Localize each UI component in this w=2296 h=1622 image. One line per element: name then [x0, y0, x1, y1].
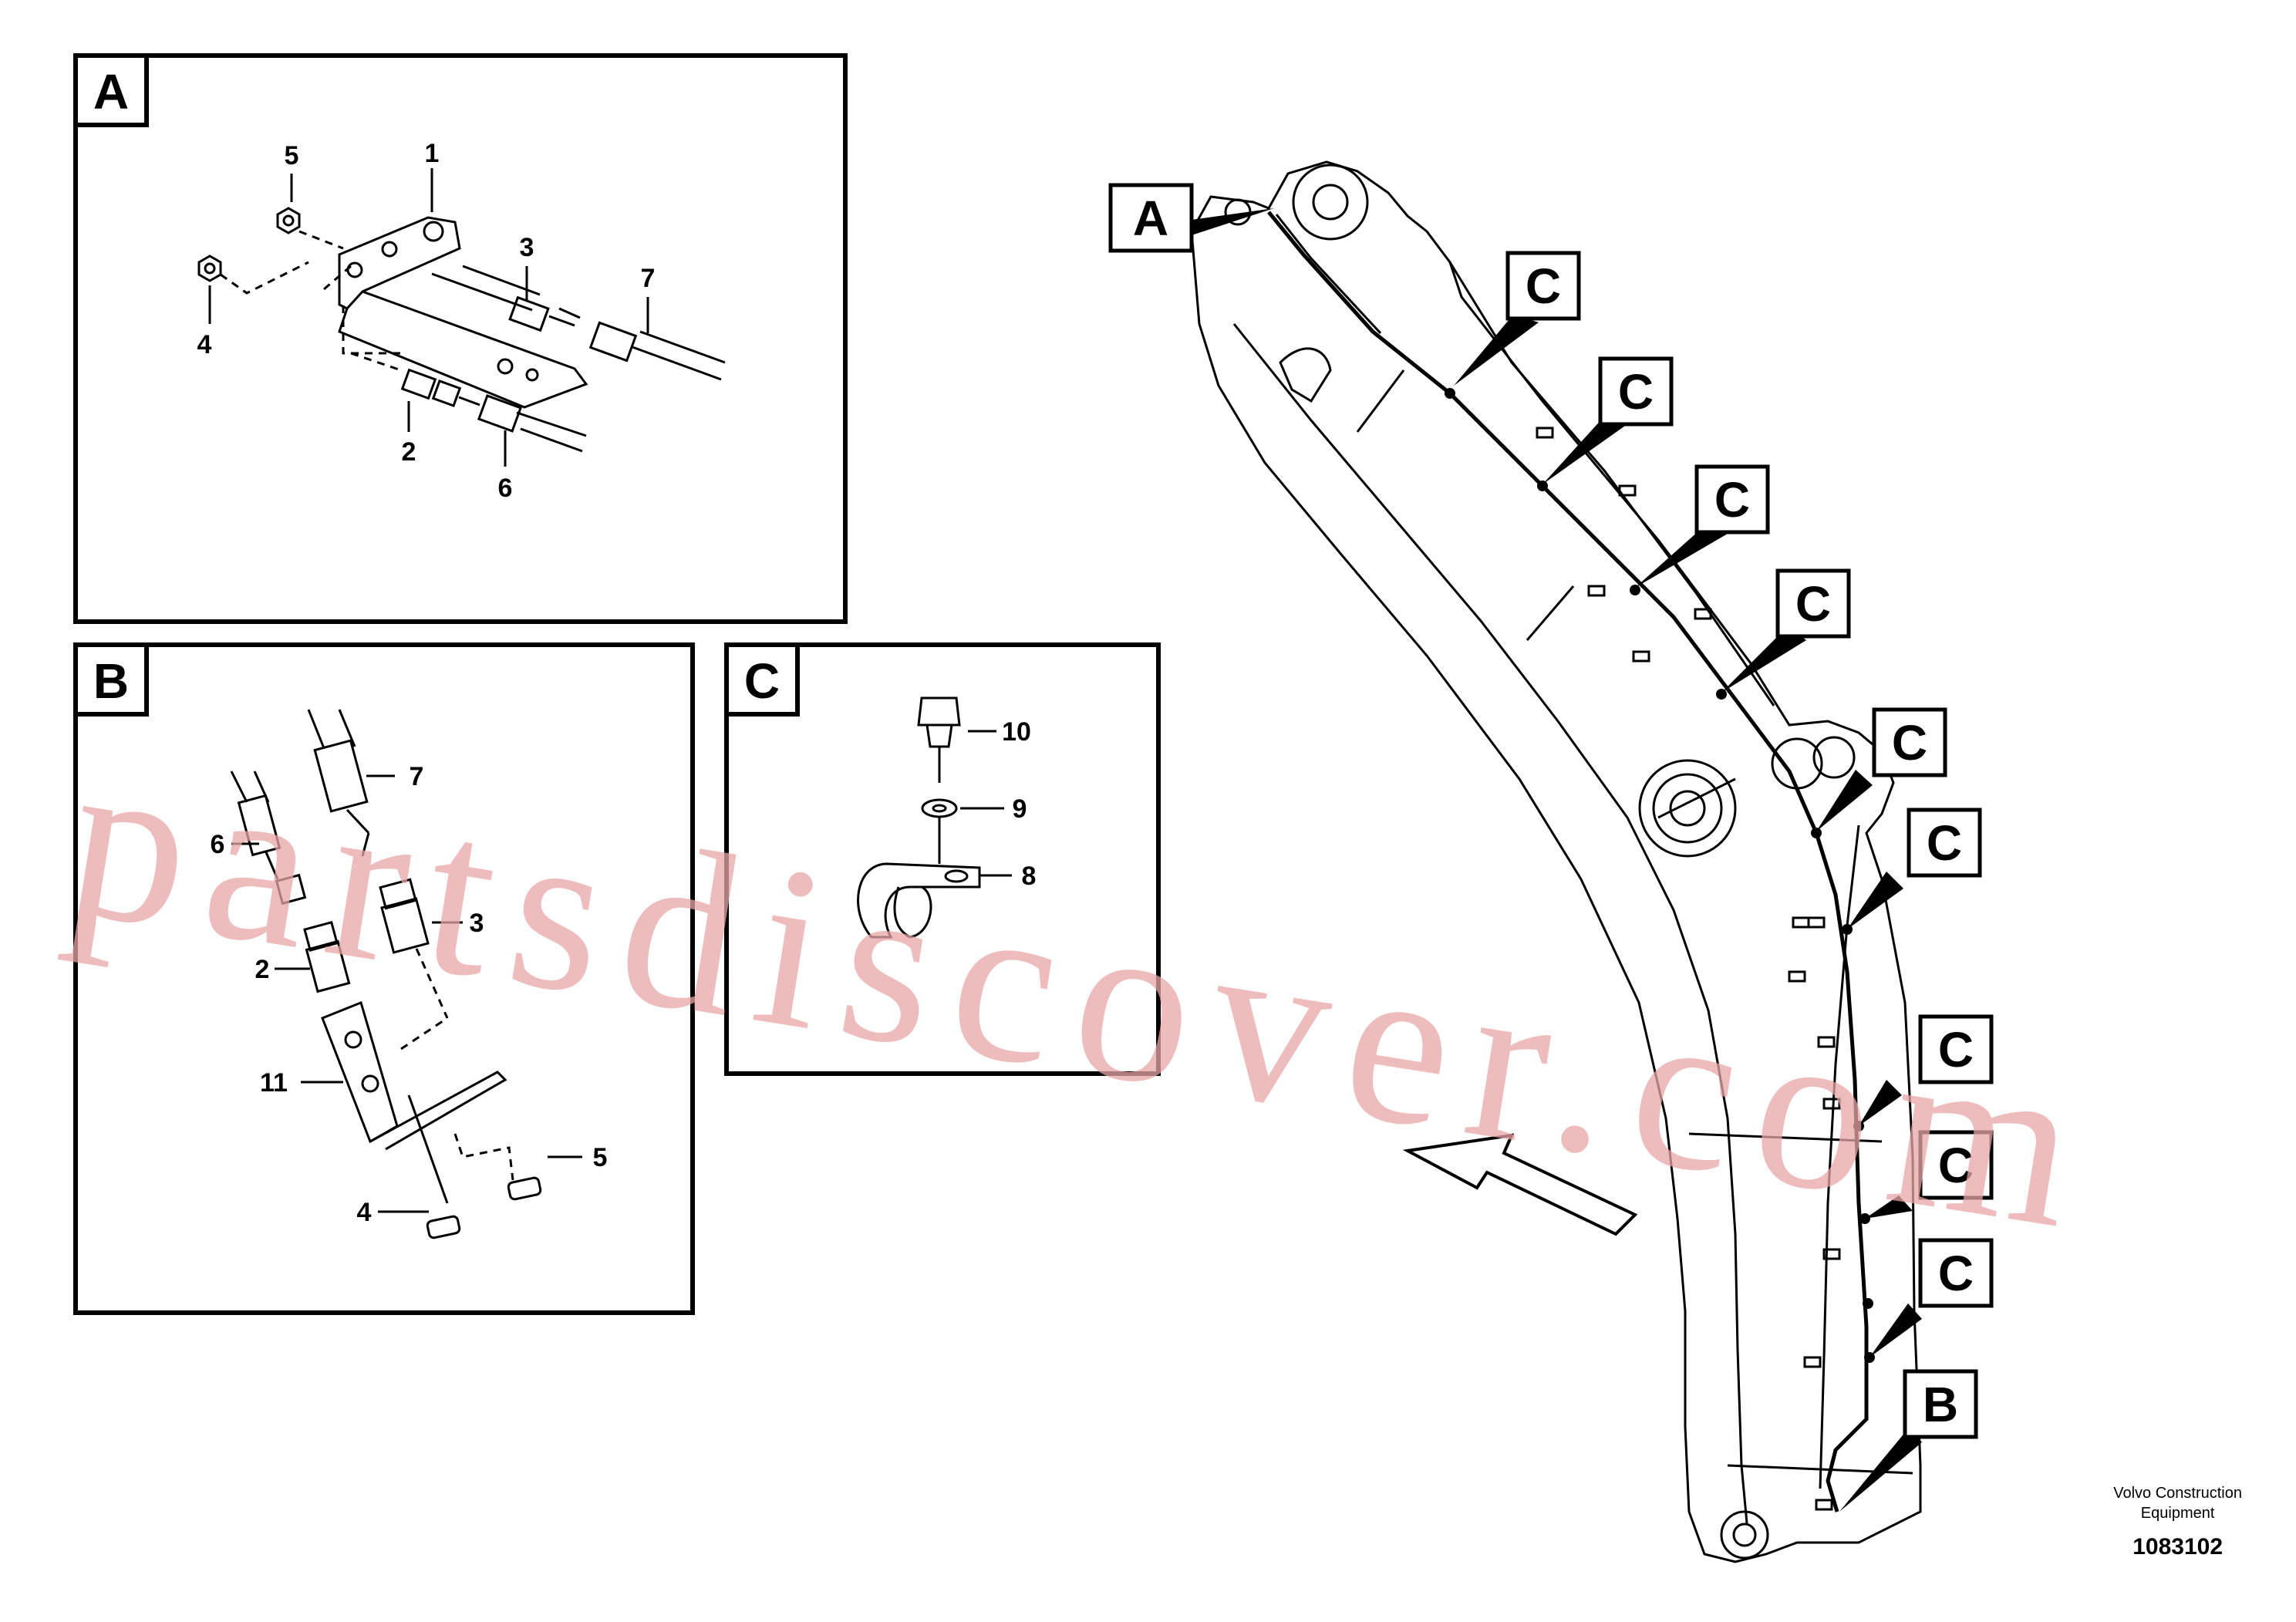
part-number-7: 7 — [410, 762, 424, 791]
callout-c-5-label: C — [1892, 715, 1927, 771]
callout-c-3-label: C — [1714, 472, 1750, 528]
detail-a-panel — [73, 53, 848, 624]
callout-b-label: B — [1923, 1377, 1958, 1432]
credit-line-1: Volvo Construction — [2113, 1485, 2242, 1502]
detail-c-tag-label: C — [744, 653, 780, 709]
hose-route — [1267, 211, 1869, 1512]
part-number-3: 3 — [470, 909, 484, 938]
detail-b-tag — [73, 642, 149, 717]
callout-box-c-4 — [1775, 568, 1851, 639]
callout-c-2-label: C — [1618, 364, 1654, 420]
watermark: partsdiscover.com — [54, 706, 2113, 1280]
part-number-2: 2 — [402, 437, 416, 467]
callout-box-c-2 — [1598, 356, 1674, 427]
part-number-5: 5 — [593, 1143, 608, 1172]
detail-c-panel — [724, 642, 1161, 1076]
callout-box-c-7 — [1918, 1014, 1994, 1084]
callout-c-1-label: C — [1526, 258, 1561, 314]
part-number-7: 7 — [641, 264, 656, 293]
detail-b-panel — [73, 642, 695, 1315]
callout-box-c-5 — [1872, 707, 1947, 777]
detail-b-part-numbers: 7 6 3 2 11 5 4 — [211, 762, 608, 1227]
part-number-8: 8 — [1022, 862, 1037, 891]
callout-a-label: A — [1133, 191, 1168, 246]
part-number-4: 4 — [357, 1198, 372, 1227]
callout-c-4-label: C — [1795, 576, 1831, 632]
part-number-10: 10 — [1002, 717, 1031, 747]
detail-a-part-numbers: 5 1 3 7 4 2 6 — [197, 139, 656, 503]
part-number-4: 4 — [197, 330, 212, 359]
detail-c-tag — [724, 642, 800, 717]
part-number-11: 11 — [260, 1068, 288, 1098]
detail-a-tag-label: A — [93, 64, 129, 120]
publisher-credit: Volvo Construction Equipment 1083102 — [2113, 1483, 2242, 1560]
callout-box-c-9 — [1918, 1238, 1994, 1308]
callout-box-b — [1903, 1369, 1978, 1439]
drawing-number: 1083102 — [2132, 1534, 2224, 1560]
callout-c-8-label: C — [1938, 1138, 1974, 1193]
part-number-1: 1 — [425, 139, 440, 168]
callout-box-a — [1108, 183, 1194, 253]
credit-line-2: Equipment — [2140, 1505, 2215, 1522]
detail-b-tag-label: B — [93, 653, 129, 709]
callout-box-c-8 — [1918, 1130, 1994, 1200]
excavator-boom-drawing — [1190, 160, 1922, 1563]
detail-a-tag — [73, 53, 149, 127]
callout-c-9-label: C — [1938, 1246, 1974, 1301]
callout-labels: A C C C C C C C C C B — [1133, 191, 1974, 1432]
part-number-3: 3 — [520, 233, 534, 262]
direction-arrow-icon — [1402, 1133, 1638, 1236]
callout-box-c-1 — [1505, 251, 1581, 321]
part-number-5: 5 — [285, 141, 299, 170]
part-number-2: 2 — [255, 955, 270, 984]
detail-c-part-numbers: 10 9 8 — [1002, 717, 1036, 891]
part-number-9: 9 — [1013, 794, 1027, 824]
callout-c-6-label: C — [1927, 815, 1962, 871]
callout-box-c-3 — [1694, 464, 1770, 534]
callout-c-7-label: C — [1938, 1022, 1974, 1077]
part-number-6: 6 — [498, 474, 513, 503]
callout-leaders — [1192, 208, 1922, 1512]
part-number-6: 6 — [211, 830, 225, 859]
callout-box-c-6 — [1907, 808, 1982, 878]
callout-boxes — [1108, 183, 1994, 1439]
